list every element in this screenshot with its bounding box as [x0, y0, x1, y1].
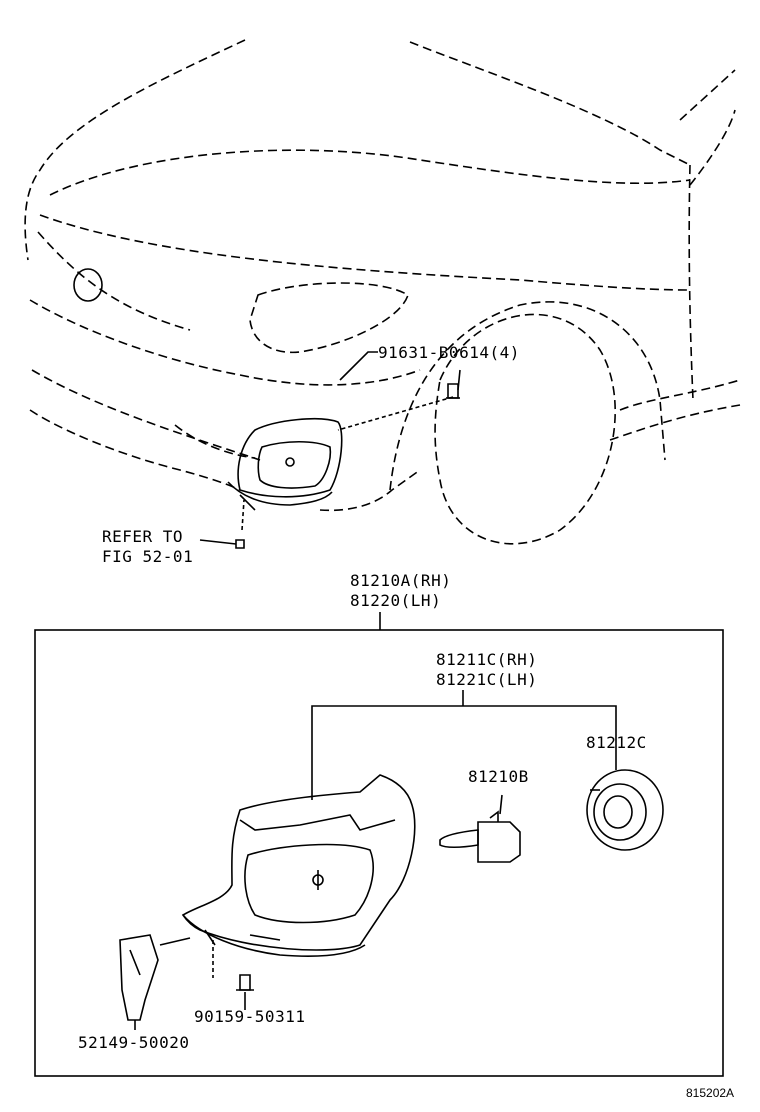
- label-figure-id: 815202A: [686, 1086, 735, 1100]
- label-unit-rh: 81211C(RH): [436, 650, 538, 669]
- socket-icon: [586, 769, 664, 851]
- fog-lamp-unit: [181, 774, 416, 957]
- leader-unit: [311, 705, 617, 800]
- leader-cover: [159, 937, 191, 946]
- bolt-icon: [446, 383, 460, 399]
- screw-icon: [236, 974, 254, 991]
- label-screw: 90159-50311: [194, 1007, 306, 1026]
- label-refer-line1: REFER TO: [102, 527, 184, 546]
- label-bulb: 81210B: [468, 767, 529, 786]
- leader-bolt-label: [457, 369, 461, 391]
- label-cover: 52149-50020: [78, 1033, 190, 1052]
- leader-refer-vertical: [241, 499, 245, 531]
- label-unit-lh: 81221C(LH): [436, 670, 538, 689]
- label-refer-line2: FIG 52-01: [102, 547, 194, 566]
- installed-fog-lamp: [227, 417, 343, 511]
- vehicle-outline: [24, 39, 741, 545]
- label-socket: 81212C: [586, 733, 647, 752]
- leader-bolt-text: [339, 351, 378, 381]
- cover-icon: [119, 934, 159, 1021]
- leader-bolt: [337, 396, 454, 431]
- label-assy-lh: 81220(LH): [350, 591, 442, 610]
- leader-refer: [199, 539, 237, 545]
- label-bolt-top: 91631-B0614(4): [378, 343, 520, 362]
- label-assy-rh: 81210A(RH): [350, 571, 452, 590]
- logo-icon: [73, 268, 103, 302]
- bulb-icon: [439, 810, 521, 863]
- assembly-box: [34, 629, 724, 1077]
- leader-bulb: [499, 794, 503, 815]
- screw-icon-small: [235, 539, 245, 549]
